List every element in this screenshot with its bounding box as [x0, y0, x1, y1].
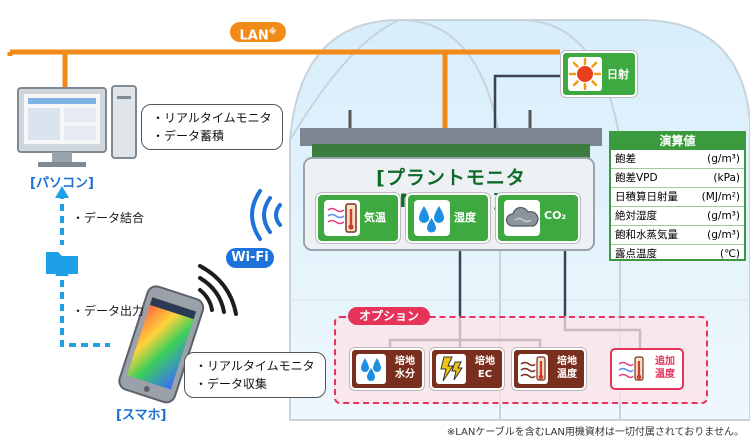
calc-unit: (g/m³)	[707, 210, 740, 222]
sensor-label: CO₂	[544, 209, 567, 222]
calc-unit: (g/m³)	[707, 229, 740, 241]
option-label-line2: 温度	[557, 369, 577, 380]
lan-cable	[7, 49, 560, 140]
water-drops-icon	[414, 200, 450, 236]
option-label-line1: 培地	[557, 356, 577, 367]
wifi-label: Wi-Fi	[226, 248, 274, 268]
thermometer-icon	[324, 200, 360, 236]
phone-callout: ・リアルタイムモニタ ・データ収集	[184, 352, 326, 398]
pc-label: [パソコン]	[30, 176, 94, 191]
data-combine-label: ・データ結合	[72, 211, 145, 225]
cloud-icon	[504, 200, 540, 236]
lightning-icon	[436, 354, 466, 384]
calc-row: 露点温度 (℃)	[611, 245, 744, 263]
option-label-line1: 培地	[475, 356, 495, 367]
option-label-line2: 水分	[395, 369, 415, 380]
monitor-wifi-icon	[250, 189, 282, 241]
phone-callout-line: ・データ収集	[195, 377, 268, 391]
air-thermometer-icon	[616, 354, 646, 384]
sensor-air-temperature: 気温	[316, 193, 400, 243]
lan-note-mark: ※	[268, 27, 277, 36]
sun-icon	[568, 57, 602, 91]
pc-illustration	[17, 85, 137, 167]
option-label: 培地 EC	[470, 355, 500, 381]
calc-row: 飽差VPD (kPa)	[611, 169, 744, 188]
option-soil-moisture: 培地水分	[350, 348, 424, 390]
calc-name: 絶対湿度	[615, 210, 657, 222]
options-title: オプション	[348, 307, 430, 325]
sensor-label: 湿度	[454, 211, 476, 224]
calc-name: 飽差	[615, 153, 636, 165]
option-label-line1: 追加	[655, 356, 675, 367]
solar-label: 日射	[607, 68, 629, 81]
calc-row: 飽和水蒸気量 (g/m³)	[611, 226, 744, 245]
calc-name: 飽差VPD	[615, 172, 658, 184]
calc-unit: (MJ/m²)	[701, 191, 740, 203]
calc-unit: (kPa)	[713, 172, 740, 184]
phone-callout-line: ・リアルタイムモニタ	[195, 359, 315, 373]
lan-text: LAN	[239, 28, 269, 44]
calc-unit: (g/m³)	[707, 153, 740, 165]
phone-label: [スマホ]	[116, 408, 167, 423]
calc-title: 演算値	[611, 133, 744, 150]
data-output-label: ・データ出力	[72, 304, 145, 318]
option-additional-temperature: 追加温度	[610, 348, 684, 390]
pc-callout: ・リアルタイムモニタ ・データ蓄積	[141, 104, 283, 150]
flow-arrow-up-icon	[55, 186, 69, 198]
phone-wifi-icon	[198, 264, 238, 316]
soil-moisture-icon	[356, 354, 386, 384]
footnote: ※LANケーブルを含むLAN用機資材は一切付属されておりません。	[446, 427, 744, 438]
option-soil-ec: 培地 EC	[430, 348, 504, 390]
option-label: 培地温度	[552, 355, 582, 381]
calc-row: 絶対湿度 (g/m³)	[611, 207, 744, 226]
calc-name: 露点温度	[615, 248, 657, 260]
sensor-co2: CO₂	[496, 193, 580, 243]
option-label: 培地水分	[390, 355, 420, 381]
sensor-humidity: 湿度	[406, 193, 490, 243]
option-label: 追加温度	[650, 355, 680, 381]
calc-row: 飽差 (g/m³)	[611, 150, 744, 169]
soil-thermometer-icon	[518, 354, 548, 384]
solar-sensor: 日射	[561, 51, 637, 97]
option-label-line2: EC	[477, 369, 493, 380]
pc-callout-line: ・データ蓄積	[152, 129, 225, 143]
pc-callout-line: ・リアルタイムモニタ	[152, 111, 272, 125]
calc-unit: (℃)	[720, 248, 740, 260]
option-soil-temperature: 培地温度	[512, 348, 586, 390]
option-label-line1: 培地	[395, 356, 415, 367]
data-flow-line	[60, 192, 110, 347]
calc-name: 飽和水蒸気量	[615, 229, 678, 241]
calculated-values-table: 演算値 飽差 (g/m³) 飽差VPD (kPa) 日積算日射量 (MJ/m²) 絶対…	[609, 131, 746, 261]
sensor-label: 気温	[364, 211, 386, 224]
option-label-line2: 温度	[655, 369, 675, 380]
lan-label: LAN※	[230, 22, 286, 44]
calc-name: 日積算日射量	[615, 191, 678, 203]
folder-icon	[46, 252, 78, 274]
phone-illustration	[118, 285, 205, 404]
calc-row: 日積算日射量 (MJ/m²)	[611, 188, 744, 207]
